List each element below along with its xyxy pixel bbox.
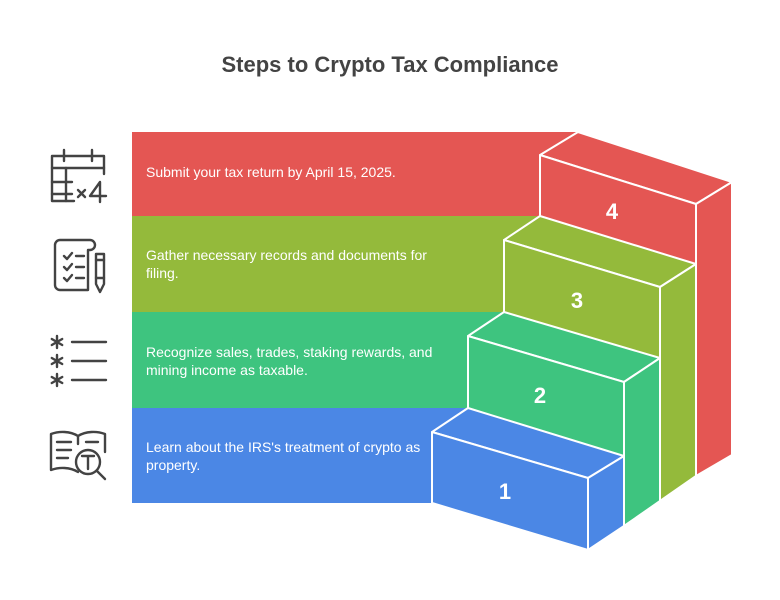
step-1-band [132, 408, 468, 503]
step-4-number: 4 [606, 199, 619, 224]
step-4-side [695, 181, 733, 477]
step-2-side [623, 357, 661, 527]
asterisk-list-icon [50, 334, 108, 388]
step-4-band [132, 132, 578, 216]
step-1-front [431, 431, 589, 551]
step-1-number: 1 [499, 479, 511, 504]
book-search-icon [49, 430, 107, 481]
step-2-band [132, 312, 504, 408]
step-3-number: 3 [571, 288, 583, 313]
step-1 [132, 407, 625, 551]
diagram-title: Steps to Crypto Tax Compliance [221, 52, 559, 77]
step-4-description: Submit your tax return by April 15, 2025… [146, 164, 396, 180]
step-2-number: 2 [534, 383, 546, 408]
step-3-band [132, 216, 540, 312]
step-3-description: Gather necessary records and documents f… [146, 247, 427, 281]
checklist-document-icon [53, 238, 106, 294]
step-1-description: Learn about the IRS's treatment of crypt… [146, 439, 421, 473]
calendar-icon [50, 148, 108, 204]
step-3-side [659, 263, 697, 502]
step-2-description: Recognize sales, trades, staking rewards… [146, 344, 433, 378]
